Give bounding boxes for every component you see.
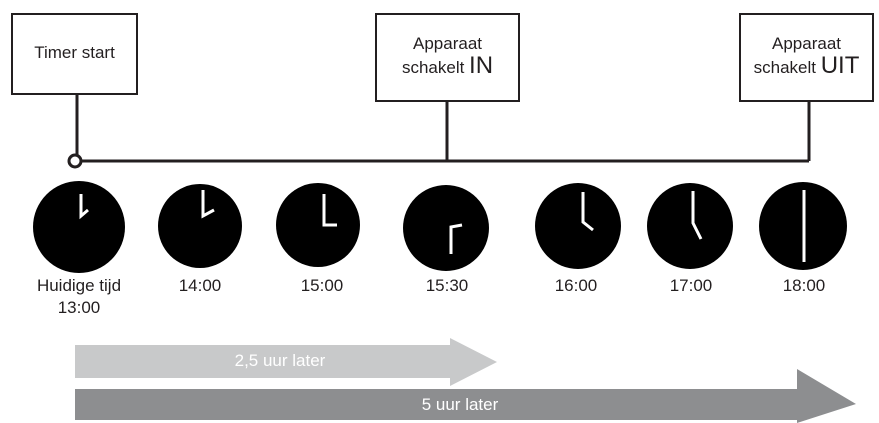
device-on-line1: Apparaat bbox=[413, 34, 482, 53]
clock-face bbox=[33, 181, 125, 273]
clock-time-label: 14:00 bbox=[178, 276, 222, 295]
clock-1300 bbox=[33, 181, 125, 273]
clock-1600 bbox=[535, 183, 621, 269]
device-on-state: IN bbox=[469, 52, 494, 79]
clock-1500 bbox=[276, 183, 360, 267]
clock-hands bbox=[79, 194, 89, 220]
timer-start-box: Timer start bbox=[11, 13, 138, 95]
clock-1530 bbox=[403, 185, 489, 271]
clock-time-label: 17:00 bbox=[669, 276, 713, 295]
clock-time-label: 16:00 bbox=[554, 276, 598, 295]
clock-hands bbox=[201, 190, 215, 219]
device-on-box: Apparaat schakelt IN bbox=[375, 13, 520, 102]
timeline-start-node bbox=[67, 153, 83, 169]
clock-face bbox=[158, 184, 242, 268]
arrow-long bbox=[75, 369, 856, 423]
clock-face bbox=[403, 185, 489, 271]
device-off-line2: schakelt UIT bbox=[741, 52, 872, 79]
clock-face bbox=[647, 183, 733, 269]
timer-start-label: Timer start bbox=[34, 43, 115, 62]
clock-1400 bbox=[158, 184, 242, 268]
clock-hands bbox=[449, 223, 463, 254]
clock-1700 bbox=[647, 183, 733, 269]
clock-face bbox=[535, 183, 621, 269]
clock-time-label: 18:00 bbox=[782, 276, 826, 295]
device-off-box: Apparaat schakelt UIT bbox=[739, 13, 874, 102]
current-time-label: Huidige tijd bbox=[36, 276, 122, 295]
arrow-long-label: 5 uur later bbox=[421, 395, 499, 414]
device-off-verb: schakelt bbox=[753, 58, 821, 77]
device-off-line1: Apparaat bbox=[772, 34, 841, 53]
clock-hands bbox=[691, 191, 703, 240]
clock-1800 bbox=[759, 182, 847, 270]
clock-time-label: 15:30 bbox=[425, 276, 469, 295]
arrow-short-label: 2,5 uur later bbox=[234, 351, 326, 370]
clock-hands bbox=[581, 192, 594, 232]
device-on-verb: schakelt bbox=[401, 58, 470, 77]
clock-time-label: 13:00 bbox=[57, 298, 101, 317]
device-on-line2: schakelt IN bbox=[377, 52, 518, 79]
clock-face bbox=[276, 183, 360, 267]
clock-time-label: 15:00 bbox=[300, 276, 344, 295]
clock-hands bbox=[322, 194, 337, 227]
device-off-state: UIT bbox=[820, 52, 860, 79]
arrow-short bbox=[75, 338, 497, 386]
